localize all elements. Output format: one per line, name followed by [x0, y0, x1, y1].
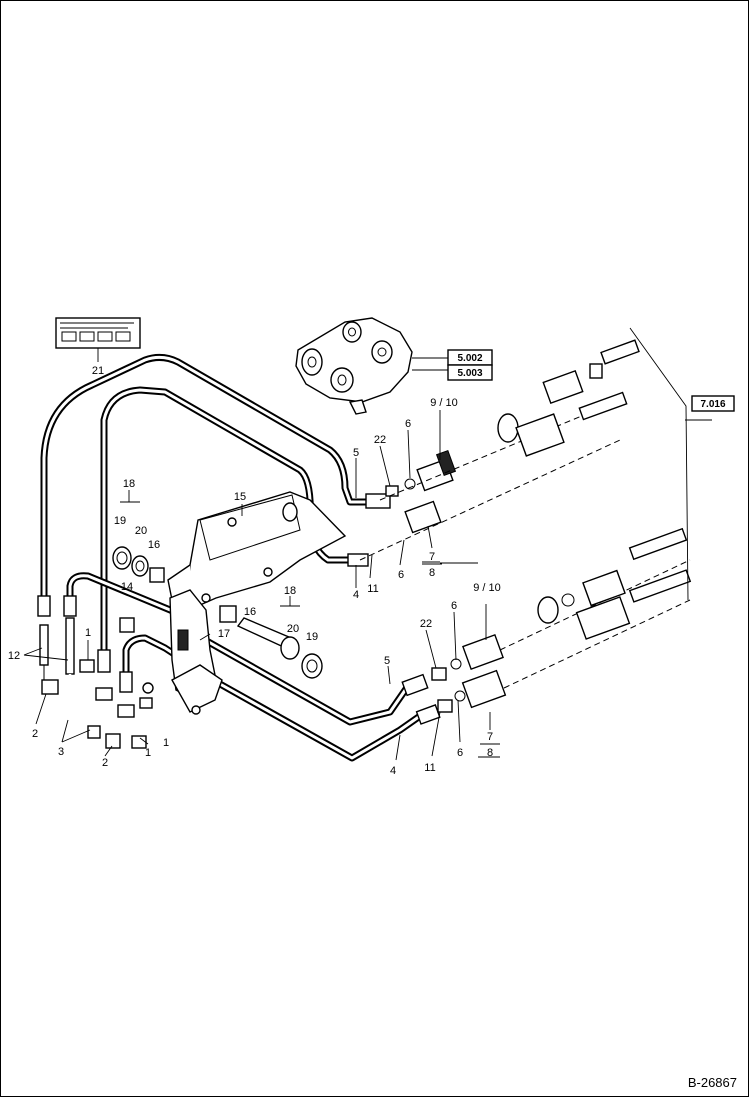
label-22-lower: 22 — [420, 618, 432, 630]
label-21: 21 — [92, 365, 104, 377]
label-11-lower: 11 — [424, 762, 435, 774]
coupler-set-lower — [431, 527, 692, 713]
label-4-upper: 4 — [353, 589, 359, 601]
label-15: 15 — [234, 491, 246, 503]
valve-bracket — [167, 491, 347, 606]
label-22-upper: 22 — [374, 434, 386, 446]
washers-bushings — [112, 546, 323, 679]
ref-5002-label: 5.002 — [457, 353, 482, 364]
label-4-lower: 4 — [390, 765, 396, 777]
quick-coupler-bracket — [295, 317, 448, 415]
ref-box-7016[interactable]: 7.016 — [691, 395, 735, 412]
label-6-upper-bottom: 6 — [398, 569, 404, 581]
label-19-right: 19 — [306, 631, 318, 643]
ref-box-5002[interactable]: 5.002 — [447, 349, 493, 366]
label-18-left: 18 — [123, 478, 135, 490]
lower-hose-pieces — [39, 617, 91, 738]
label-18-right: 18 — [284, 585, 296, 597]
label-17: 17 — [218, 628, 230, 640]
kit-bracket — [629, 327, 712, 601]
label-6-lower-top: 6 — [451, 600, 457, 612]
ref-7016-label: 7.016 — [700, 399, 725, 410]
decal-plate — [55, 317, 141, 362]
ref-box-5003[interactable]: 5.003 — [447, 364, 493, 381]
label-1-right: 1 — [145, 747, 151, 759]
label-20-right: 20 — [287, 623, 299, 635]
label-14: 14 — [121, 581, 133, 593]
label-3: 3 — [58, 746, 64, 758]
label-8-upper: 8 — [429, 567, 435, 579]
label-2-left: 2 — [32, 728, 38, 740]
figure-id: B-26867 — [688, 1075, 737, 1090]
label-5-lower: 5 — [384, 655, 390, 667]
label-7-lower: 7 — [487, 731, 493, 743]
label-16-left: 16 — [148, 539, 160, 551]
leader-lines — [23, 410, 500, 761]
small-fittings — [41, 617, 153, 749]
selector-valve — [142, 589, 223, 715]
label-12: 12 — [8, 650, 20, 662]
label-16-right: 16 — [244, 606, 256, 618]
label-9-10-upper: 9 / 10 — [430, 397, 458, 409]
label-19-left: 19 — [114, 515, 126, 527]
label-20-left: 20 — [135, 525, 147, 537]
label-1-left: 1 — [85, 627, 91, 639]
label-8-lower: 8 — [487, 747, 493, 759]
label-11-upper: 11 — [367, 583, 378, 595]
coupler-set-upper — [359, 339, 640, 561]
label-2-right: 2 — [102, 757, 108, 769]
label-6-lower-bottom: 6 — [457, 747, 463, 759]
label-9-10-lower: 9 / 10 — [473, 582, 501, 594]
hose-end-fittings — [37, 493, 441, 725]
ref-5003-label: 5.003 — [457, 368, 482, 379]
label-7-upper: 7 — [429, 551, 435, 563]
label-6-upper-top: 6 — [405, 418, 411, 430]
label-5-upper: 5 — [353, 447, 359, 459]
label-1-center: 1 — [163, 737, 169, 749]
